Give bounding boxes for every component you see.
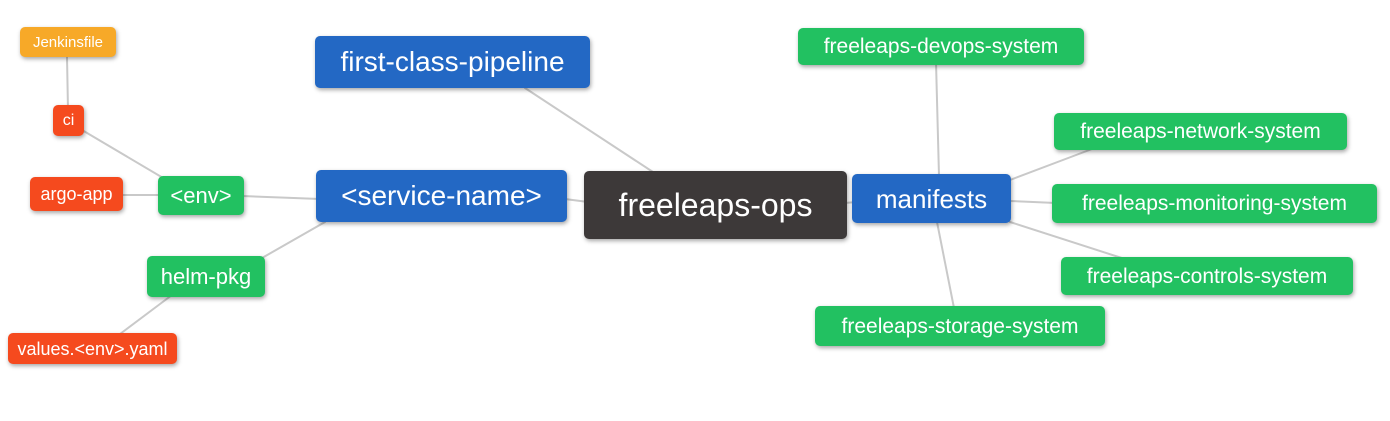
edge-manifests-to-freeleaps-devops-system	[935, 61, 940, 177]
edge-helm-pkg-to-service-name	[261, 221, 326, 259]
mindmap-node-values-env-yaml[interactable]: values.<env>.yaml	[8, 333, 177, 364]
mindmap-node-first-class-pipeline[interactable]: first-class-pipeline	[315, 36, 590, 88]
node-label: freeleaps-ops	[618, 187, 813, 223]
node-label: first-class-pipeline	[340, 46, 565, 77]
edge-manifests-to-freeleaps-storage-system	[936, 221, 955, 309]
edge-manifests-to-freeleaps-controls-system	[1009, 221, 1129, 261]
node-label: manifests	[875, 183, 988, 214]
node-label: freeleaps-monitoring-system	[1082, 192, 1347, 215]
node-label: values.<env>.yaml	[17, 338, 168, 359]
node-label: helm-pkg	[160, 263, 252, 289]
mindmap-node-freeleaps-ops[interactable]: freeleaps-ops	[584, 171, 847, 239]
node-label: Jenkinsfile	[32, 33, 104, 51]
node-label: freeleaps-storage-system	[841, 314, 1079, 338]
edge-manifests-to-freeleaps-network-system	[1009, 148, 1093, 181]
mindmap-node-manifests[interactable]: manifests	[852, 174, 1011, 223]
node-label: ci	[62, 111, 75, 129]
mindmap-node-service-name[interactable]: <service-name>	[316, 170, 567, 222]
edge-jenkinsfile-to-ci	[66, 56, 69, 111]
mindmap-node-freeleaps-monitoring-system[interactable]: freeleaps-monitoring-system	[1052, 184, 1377, 223]
edge-env-to-service-name	[241, 195, 321, 200]
mindmap-node-helm-pkg[interactable]: helm-pkg	[147, 256, 265, 297]
node-label: freeleaps-network-system	[1080, 120, 1321, 143]
edge-manifests-to-freeleaps-monitoring-system	[1009, 200, 1057, 204]
node-label: argo-app	[40, 184, 113, 204]
mindmap-node-env[interactable]: <env>	[158, 176, 244, 215]
mindmap-node-freeleaps-network-system[interactable]: freeleaps-network-system	[1054, 113, 1347, 150]
node-label: <service-name>	[341, 180, 542, 211]
mindmap-node-ci[interactable]: ci	[53, 105, 84, 136]
mindmap-node-freeleaps-devops-system[interactable]: freeleaps-devops-system	[798, 28, 1084, 65]
mindmap-node-argo-app[interactable]: argo-app	[30, 177, 123, 211]
edge-values-env-yaml-to-helm-pkg	[119, 294, 173, 335]
node-label: freeleaps-controls-system	[1086, 264, 1328, 288]
edge-first-class-pipeline-to-freeleaps-ops	[524, 87, 657, 175]
node-label: freeleaps-devops-system	[823, 35, 1059, 58]
mindmap-node-freeleaps-controls-system[interactable]: freeleaps-controls-system	[1061, 257, 1353, 295]
mindmap-node-jenkinsfile[interactable]: Jenkinsfile	[20, 27, 116, 57]
edge-ci-to-env	[81, 129, 176, 186]
node-label: <env>	[170, 182, 232, 208]
mindmap-node-freeleaps-storage-system[interactable]: freeleaps-storage-system	[815, 306, 1105, 346]
